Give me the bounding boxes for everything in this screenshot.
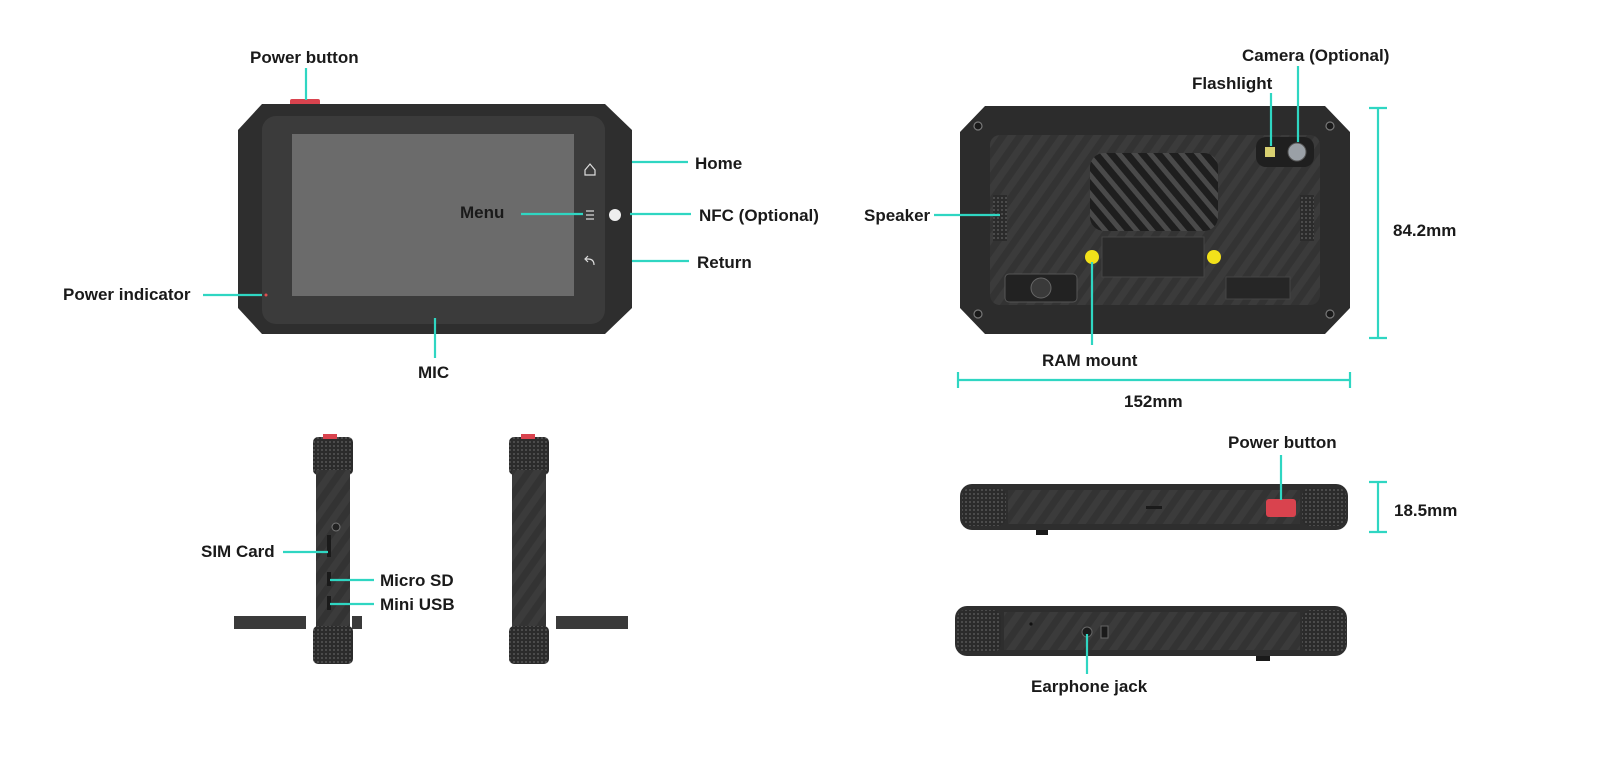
power-button-label: Power button (250, 48, 359, 67)
top-power-button-label: Power button (1228, 433, 1337, 452)
right-side-body (512, 470, 546, 630)
bottom-view-grille-right (1302, 610, 1346, 652)
flashlight-icon (1265, 147, 1275, 157)
top-view (960, 484, 1348, 535)
micro-sd-slot (327, 572, 331, 586)
return-key-icon (584, 255, 595, 266)
bottom-mic-hole (1029, 622, 1033, 626)
earphone-jack-label: Earphone jack (1031, 677, 1148, 696)
stand-bar-right-side (556, 616, 628, 629)
left-side-cap-top (313, 437, 353, 475)
right-side-cap-bottom (509, 626, 549, 664)
label-plate (1225, 276, 1291, 300)
bottom-view (955, 606, 1347, 661)
speaker-grille (993, 195, 1007, 241)
width-dimension-label: 152mm (1124, 392, 1183, 411)
nfc-label: NFC (Optional) (699, 206, 819, 225)
front-leaders (203, 68, 691, 358)
ram-mount-label: RAM mount (1042, 351, 1138, 370)
thickness-dimension-label: 18.5mm (1394, 501, 1457, 520)
height-dimension-label: 84.2mm (1393, 221, 1456, 240)
sim-slot (327, 535, 331, 557)
mic-label: MIC (418, 363, 449, 382)
speaker-label: Speaker (864, 206, 931, 225)
speaker-grille-right (1300, 195, 1314, 241)
mini-usb-label: Mini USB (380, 595, 455, 614)
home-label: Home (695, 154, 742, 173)
home-key-icon (584, 163, 596, 176)
back-view (960, 106, 1350, 334)
bottom-view-foot (1256, 656, 1270, 661)
connector-port-hole (1030, 277, 1052, 299)
menu-label: Menu (460, 203, 504, 222)
top-view-foot (1036, 530, 1048, 535)
camera-label: Camera (Optional) (1242, 46, 1389, 65)
ram-mount-plate (1101, 236, 1205, 278)
right-side-view (509, 434, 628, 664)
top-view-grille-right (1302, 488, 1346, 526)
cooling-vent (1090, 153, 1218, 231)
micro-sd-label: Micro SD (380, 571, 454, 590)
sim-card-label: SIM Card (201, 542, 275, 561)
ram-mount-dot-right (1207, 250, 1221, 264)
ram-mount-dot-left (1085, 250, 1099, 264)
nfc-icon (609, 209, 621, 221)
return-label: Return (697, 253, 752, 272)
thickness-dimension (1369, 480, 1387, 534)
left-side-leaders (283, 550, 374, 606)
left-side-power-button (323, 434, 337, 439)
left-side-cap-bottom (313, 626, 353, 664)
left-side-body (316, 470, 350, 630)
menu-key-icon (586, 210, 594, 220)
power-indicator-label: Power indicator (63, 285, 191, 304)
bottom-view-texture (1004, 612, 1300, 650)
power-indicator-led (264, 293, 268, 297)
front-view (238, 99, 632, 334)
width-dimension (956, 372, 1352, 388)
right-side-cap-top (509, 437, 549, 475)
left-side-screw (331, 522, 341, 532)
height-dimension (1369, 106, 1387, 340)
stand-bar (234, 616, 306, 629)
top-power-button (1266, 499, 1296, 517)
bottom-usb-port (1100, 625, 1109, 639)
camera-lens-icon (1287, 142, 1307, 162)
top-view-slot (1146, 506, 1162, 509)
back-leaders (934, 66, 1300, 345)
right-side-power-button (521, 434, 535, 439)
flashlight-label: Flashlight (1192, 74, 1273, 93)
mini-usb-slot (327, 596, 331, 610)
back-screw (973, 121, 1335, 319)
bottom-view-grille-left (957, 610, 1001, 652)
stand-bar-right (352, 616, 362, 629)
top-view-grille-left (962, 488, 1006, 526)
